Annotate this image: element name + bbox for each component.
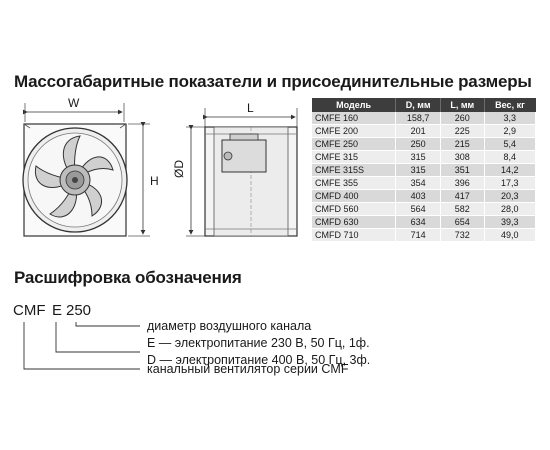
cell-weight: 28,0 [484, 202, 537, 216]
cell-model: CMFE 315S [312, 163, 397, 177]
cell-diameter: 250 [395, 137, 442, 151]
cell-length: 260 [440, 112, 485, 125]
cell-model: CMFD 560 [312, 202, 397, 216]
cell-weight: 49,0 [484, 228, 537, 242]
cell-model: CMFE 160 [312, 112, 397, 125]
cell-weight: 17,3 [484, 176, 537, 190]
cell-weight: 3,3 [484, 112, 537, 125]
cell-model: CMFE 315 [312, 150, 397, 164]
cell-length: 654 [440, 215, 485, 229]
cell-model: CMFD 710 [312, 228, 397, 242]
cell-length: 215 [440, 137, 485, 151]
header-length: L, мм [440, 98, 485, 112]
cell-weight: 14,2 [484, 163, 537, 177]
cell-weight: 2,9 [484, 124, 537, 138]
header-diameter: D, мм [395, 98, 442, 112]
dimensions-section-title: Массогабаритные показатели и присоединит… [14, 72, 532, 91]
cell-diameter: 564 [395, 202, 442, 216]
cell-weight: 8,4 [484, 150, 537, 164]
cell-length: 351 [440, 163, 485, 177]
cell-model: CMFD 630 [312, 215, 397, 229]
height-dimension [128, 122, 150, 237]
height-label: H [150, 174, 159, 188]
fan-front-view [22, 123, 128, 237]
fan-side-view [204, 126, 298, 237]
cell-diameter: 634 [395, 215, 442, 229]
legend-power-e: E — электропитание 230 В, 50 Гц, 1ф. [147, 336, 370, 350]
cell-model: CMFE 200 [312, 124, 397, 138]
code-size: 250 [66, 302, 92, 319]
cell-diameter: 315 [395, 150, 442, 164]
cell-length: 732 [440, 228, 485, 242]
width-dimension [23, 103, 125, 122]
length-label: L [247, 101, 254, 115]
cell-diameter: 201 [395, 124, 442, 138]
legend-power-d: D — электропитание 400 В, 50 Гц, 3ф. [147, 353, 371, 367]
cell-weight: 20,3 [484, 189, 537, 203]
code-section-title: Расшифровка обозначения [14, 268, 242, 287]
legend-series: канальный вентилятор серии CMF [147, 362, 349, 376]
cell-length: 225 [440, 124, 485, 138]
cell-diameter: 354 [395, 176, 442, 190]
diameter-dimension [186, 125, 205, 237]
code-power: E [52, 302, 63, 319]
cell-length: 308 [440, 150, 485, 164]
cell-weight: 5,4 [484, 137, 537, 151]
legend-diameter: диаметр воздушного канала [147, 319, 312, 333]
cell-diameter: 403 [395, 189, 442, 203]
header-model: Модель [312, 98, 397, 112]
cell-diameter: 714 [395, 228, 442, 242]
cell-model: CMFE 250 [312, 137, 397, 151]
width-label: W [68, 96, 80, 110]
code-series: CMF [13, 302, 46, 319]
cell-weight: 39,3 [484, 215, 537, 229]
cell-length: 417 [440, 189, 485, 203]
cell-length: 582 [440, 202, 485, 216]
length-dimension [203, 108, 298, 127]
cell-model: CMFE 355 [312, 176, 397, 190]
cell-diameter: 158,7 [395, 112, 442, 125]
cell-diameter: 315 [395, 163, 442, 177]
spec-table-header-row: Модель D, мм L, мм Вес, кг [312, 98, 536, 112]
cell-length: 396 [440, 176, 485, 190]
header-weight: Вес, кг [484, 98, 536, 112]
cell-model: CMFD 400 [312, 189, 397, 203]
